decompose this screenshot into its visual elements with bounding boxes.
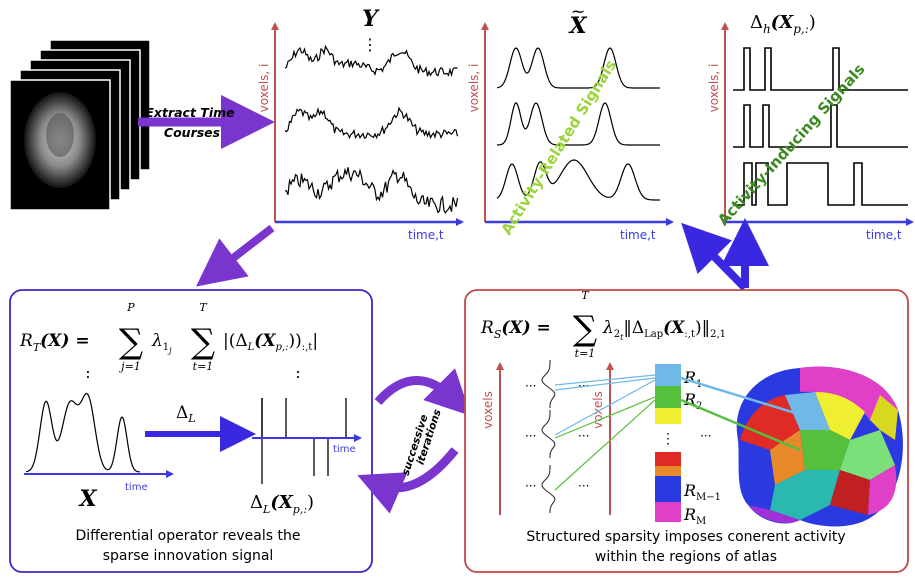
ellipsis-dots: ··· xyxy=(578,479,589,493)
delta-operator-label: ΔL xyxy=(176,403,196,425)
ellipsis-dots: ··· xyxy=(578,429,589,443)
left-x-label: X xyxy=(77,486,97,512)
panel-x-xlabel: time,t xyxy=(620,228,656,242)
extract-label-line1: Extract Time xyxy=(145,105,234,120)
ellipsis-dots: ··· xyxy=(700,429,711,443)
region-links xyxy=(554,374,656,491)
fmri-volume-stack xyxy=(9,39,151,211)
region-cell-2 xyxy=(655,386,681,408)
innovation-spikes xyxy=(261,398,347,484)
region-link-to-brain xyxy=(680,376,819,452)
atlas-voxel-label-2: voxels xyxy=(591,391,605,429)
region-cell-1 xyxy=(655,364,681,386)
left-caption-line1: Differential operator reveals the xyxy=(76,528,301,544)
iteration-arrow-top xyxy=(374,368,471,416)
svg-text:t=1: t=1 xyxy=(575,347,596,360)
svg-text:RT(X) =: RT(X) = xyxy=(19,331,90,354)
panel-y-title: Y xyxy=(362,6,380,32)
svg-text:j=1: j=1 xyxy=(118,360,141,373)
left-colon: : xyxy=(85,363,90,382)
temporal-regularizer-box: RT(X) = ∑ P j=1 λ1j ∑ T t=1 |(ΔL(Xp,:)):… xyxy=(9,289,373,573)
panel-y: Y ⋮ voxels, i time,t xyxy=(257,6,464,242)
region-label-m1: RM−1 xyxy=(683,481,721,503)
inducing-signal-2 xyxy=(733,104,908,148)
activity-inducing-label: Activity-Inducing Signals xyxy=(714,60,868,229)
panel-delta-title: Δh(Xp,:) xyxy=(750,12,816,36)
delta-result-label: ΔL(Xp,:) xyxy=(250,492,314,516)
voxel-region-link xyxy=(554,396,656,439)
panel-y-vdots: ⋮ xyxy=(362,35,378,54)
svg-text:T: T xyxy=(581,289,590,302)
panel-y-ylabel: voxels, i xyxy=(257,64,271,113)
panel-x-ylabel: voxels, i xyxy=(467,64,481,113)
svg-text:λ1j: λ1j xyxy=(151,331,172,355)
panel-delta-ylabel: voxels, i xyxy=(707,64,721,113)
left-time-label: time xyxy=(125,482,148,493)
activity-signal-plot xyxy=(25,392,141,473)
panel-x-tilde: ~ X voxels, i time,t Activity-Related Si… xyxy=(467,1,674,242)
panel-delta-xlabel: time,t xyxy=(866,228,902,242)
region-vdots: ⋮ xyxy=(661,431,675,447)
spatial-formula: RS(X) = ∑ T t=1 λ2t‖ΔLap(X:,t)‖2,1 xyxy=(480,289,726,360)
inducing-signal-1 xyxy=(733,47,908,91)
voxel-timecourse xyxy=(541,410,556,458)
ellipsis-dots: ··· xyxy=(525,479,536,493)
region-cell-3 xyxy=(655,408,681,424)
spatial-regularizer-box: RS(X) = ∑ T t=1 λ2t‖ΔLap(X:,t)‖2,1 voxel… xyxy=(464,289,909,573)
ellipsis-dots: ··· xyxy=(525,429,536,443)
activity-signal-1 xyxy=(496,47,660,89)
temporal-formula: RT(X) = ∑ P j=1 λ1j ∑ T t=1 |(ΔL(Xp,:)):… xyxy=(19,301,318,373)
left-caption-line2: sparse innovation signal xyxy=(103,548,274,564)
voxel-region-link xyxy=(554,377,656,391)
panel-delta: Δh(Xp,:) voxels, i time,t Activity-Induc… xyxy=(707,12,914,242)
region-label-m: RM xyxy=(683,505,706,527)
iteration-arrow-bottom xyxy=(357,447,459,514)
activity-signal-2 xyxy=(496,102,660,146)
brain-atlas-image xyxy=(736,366,903,527)
svg-text:P: P xyxy=(126,301,135,314)
right-time-label: time xyxy=(333,444,356,455)
activity-related-label: Activity-Related Signals xyxy=(497,57,620,239)
voxel-signal-1 xyxy=(284,44,458,78)
region-cell-4 xyxy=(655,452,681,466)
voxel-timecourse xyxy=(541,465,556,513)
activity-signal-3 xyxy=(496,159,660,201)
voxel-region-link xyxy=(554,399,656,491)
voxel-region-link xyxy=(554,374,656,386)
atlas-waves xyxy=(541,360,556,513)
region-column: ⋮ xyxy=(655,364,681,522)
panel-x-title: X xyxy=(567,13,587,39)
extract-label-line2: Courses xyxy=(164,125,220,140)
voxel-timecourse xyxy=(541,360,556,408)
region-cell-5 xyxy=(655,466,681,476)
svg-text:T: T xyxy=(199,301,208,314)
right-colon: : xyxy=(295,363,300,382)
svg-text:|(ΔL(Xp,:)):,t|: |(ΔL(Xp,:)):,t| xyxy=(223,331,318,353)
iteration-cycle: successive iterations xyxy=(357,368,471,514)
svg-text:∑: ∑ xyxy=(573,309,597,349)
svg-text:∑: ∑ xyxy=(119,322,143,362)
right-caption-line2: within the regions of atlas xyxy=(595,549,777,565)
region-cell-7 xyxy=(655,502,681,522)
arrow-to-temporal-box xyxy=(196,224,275,287)
voxel-signal-3 xyxy=(285,167,459,215)
svg-text:λ2t‖ΔLap(X:,t)‖2,1: λ2t‖ΔLap(X:,t)‖2,1 xyxy=(602,318,726,342)
atlas-voxel-label-1: voxels xyxy=(481,391,495,429)
voxel-region-link xyxy=(554,379,656,436)
right-caption-line1: Structured sparsity imposes conerent act… xyxy=(526,529,845,545)
inducing-signal-3 xyxy=(733,162,908,206)
panel-x-tilde-mark: ~ xyxy=(570,1,585,22)
arrow-fork-up xyxy=(681,218,769,291)
voxel-signal-2 xyxy=(284,106,459,140)
extract-arrow: Extract Time Courses xyxy=(138,95,275,149)
svg-text:RS(X) =: RS(X) = xyxy=(480,318,551,341)
svg-text:∑: ∑ xyxy=(191,322,215,362)
region-cell-6 xyxy=(655,476,681,502)
panel-y-xlabel: time,t xyxy=(408,228,444,242)
ellipsis-dots: ··· xyxy=(525,379,536,393)
svg-text:t=1: t=1 xyxy=(193,360,214,373)
